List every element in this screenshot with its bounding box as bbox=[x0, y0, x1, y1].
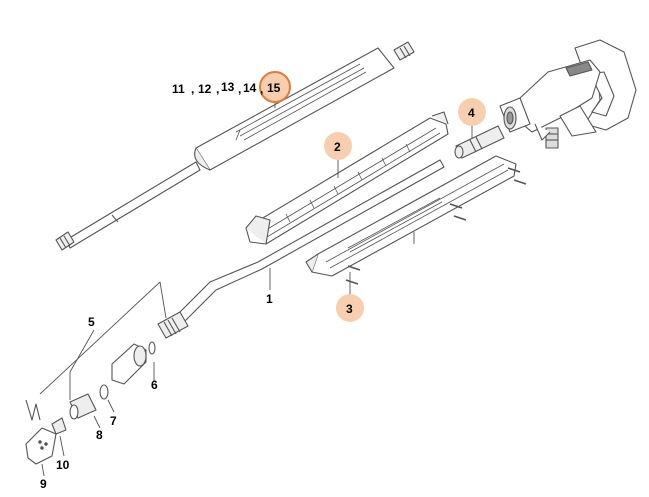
part-5-bracket bbox=[39, 281, 167, 400]
label-7: 7 bbox=[110, 414, 117, 428]
part-labels: 11 , 12 , 13 , 14 , 15 1 2 3 4 5 6 7 8 9… bbox=[40, 80, 475, 491]
label-13: 13 bbox=[221, 80, 235, 94]
label-sep-2: , bbox=[216, 82, 219, 96]
label-3: 3 bbox=[346, 302, 353, 316]
label-11: 11 bbox=[172, 82, 185, 96]
part-1-lance-tube bbox=[157, 159, 445, 339]
nozzle-components bbox=[25, 341, 156, 465]
part-4-connector bbox=[454, 125, 505, 159]
label-sep-1: , bbox=[191, 82, 194, 96]
label-6: 6 bbox=[151, 378, 158, 392]
label-sep-4: , bbox=[260, 82, 263, 96]
marker-3 bbox=[336, 294, 364, 322]
label-5: 5 bbox=[88, 315, 95, 329]
marker-4 bbox=[458, 98, 486, 126]
spray-lance-assembly bbox=[55, 41, 415, 251]
part-2-half-shell bbox=[245, 111, 449, 245]
part-3-half-shell bbox=[305, 155, 517, 277]
marker-2 bbox=[324, 132, 352, 160]
label-8: 8 bbox=[96, 428, 103, 442]
leader-lines bbox=[41, 100, 473, 477]
label-10: 10 bbox=[56, 458, 70, 472]
label-4: 4 bbox=[468, 106, 475, 120]
label-sep-3: , bbox=[238, 82, 241, 96]
label-1: 1 bbox=[266, 292, 273, 306]
label-15: 15 bbox=[267, 81, 281, 95]
label-2: 2 bbox=[334, 140, 341, 154]
spray-gun bbox=[499, 39, 637, 149]
marker-15 bbox=[259, 71, 291, 103]
label-12: 12 bbox=[198, 82, 212, 96]
label-9: 9 bbox=[40, 477, 47, 491]
label-14: 14 bbox=[243, 81, 257, 95]
highlight-markers bbox=[259, 71, 486, 322]
screws bbox=[345, 167, 527, 285]
